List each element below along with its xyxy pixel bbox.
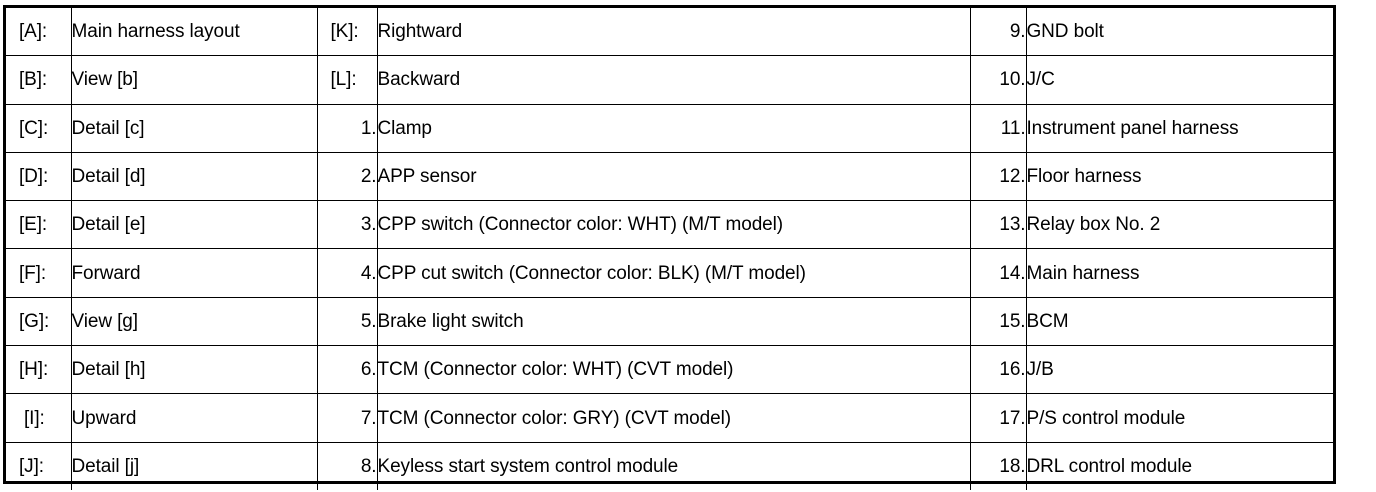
legend-label-a10: Detail [j] [70,441,318,490]
table-row: [E]: Detail [e] 3. CPP switch (Connector… [6,200,1333,250]
legend-key-c9: 17. [969,393,1027,443]
table-row: [G]: View [g] 5. Brake light switch 15. … [6,296,1333,347]
legend-key-c2: 10. [969,55,1027,105]
legend-key-c1: 9. [969,8,1027,57]
legend-key-a2: [B]: [6,55,72,105]
legend-key-a7: [G]: [6,296,72,347]
legend-key-a3: [C]: [6,103,72,153]
legend-label-c1: GND bolt [1025,8,1333,57]
legend-key-c10: 18. [969,441,1027,490]
legend-label-a1: Main harness layout [70,8,318,57]
legend-label-b3: Clamp [376,103,971,153]
legend-key-b1: [K]: [316,8,378,57]
legend-label-c5: Relay box No. 2 [1025,200,1333,250]
legend-key-c4: 12. [969,151,1027,202]
legend-label-b2: Backward [376,55,971,105]
legend-label-a5: Detail [e] [70,200,318,250]
legend-label-b6: CPP cut switch (Connector color: BLK) (M… [376,248,971,298]
legend-key-a6: [F]: [6,248,72,298]
legend-key-a5: [E]: [6,200,72,250]
legend-label-c6: Main harness [1025,248,1333,298]
legend-label-c4: Floor harness [1025,151,1333,202]
legend-label-c10: DRL control module [1025,441,1333,490]
legend-key-b7: 5. [316,296,378,347]
legend-label-c8: J/B [1025,345,1333,395]
legend-label-c7: BCM [1025,296,1333,347]
legend-label-b1: Rightward [376,8,971,57]
legend-label-a2: View [b] [70,55,318,105]
legend-key-a10: [J]: [6,441,72,490]
legend-label-c2: J/C [1025,55,1333,105]
legend-label-b7: Brake light switch [376,296,971,347]
legend-label-a8: Detail [h] [70,345,318,395]
legend-label-a4: Detail [d] [70,151,318,202]
legend-key-b5: 3. [316,200,378,250]
legend-label-b10: Keyless start system control module [376,441,971,490]
legend-key-c3: 11. [969,103,1027,153]
legend-key-a1: [A]: [6,8,72,57]
legend-key-a9: [I]: [6,393,72,443]
table-row: [F]: Forward 4. CPP cut switch (Connecto… [6,248,1333,298]
legend-table: [A]: Main harness layout [K]: Rightward … [6,8,1333,490]
table-row: [D]: Detail [d] 2. APP sensor 12. Floor … [6,151,1333,202]
table-row: [C]: Detail [c] 1. Clamp 11. Instrument … [6,103,1333,153]
legend-key-b3: 1. [316,103,378,153]
legend-key-a4: [D]: [6,151,72,202]
legend-label-b8: TCM (Connector color: WHT) (CVT model) [376,345,971,395]
table-row: [I]: Upward 7. TCM (Connector color: GRY… [6,393,1333,443]
legend-key-b2: [L]: [316,55,378,105]
legend-key-b8: 6. [316,345,378,395]
legend-label-a3: Detail [c] [70,103,318,153]
table-row: [A]: Main harness layout [K]: Rightward … [6,8,1333,57]
legend-key-b9: 7. [316,393,378,443]
legend-key-c6: 14. [969,248,1027,298]
legend-label-b9: TCM (Connector color: GRY) (CVT model) [376,393,971,443]
legend-key-b6: 4. [316,248,378,298]
legend-key-b10: 8. [316,441,378,490]
legend-label-c9: P/S control module [1025,393,1333,443]
table-row: [B]: View [b] [L]: Backward 10. J/C [6,55,1333,105]
legend-key-b4: 2. [316,151,378,202]
legend-key-c5: 13. [969,200,1027,250]
legend-label-c3: Instrument panel harness [1025,103,1333,153]
legend-label-b5: CPP switch (Connector color: WHT) (M/T m… [376,200,971,250]
legend-label-a6: Forward [70,248,318,298]
legend-key-c8: 16. [969,345,1027,395]
table-row: [J]: Detail [j] 8. Keyless start system … [6,441,1333,490]
legend-label-b4: APP sensor [376,151,971,202]
legend-key-a8: [H]: [6,345,72,395]
legend-label-a7: View [g] [70,296,318,347]
legend-table-container: [A]: Main harness layout [K]: Rightward … [3,5,1336,490]
legend-key-c7: 15. [969,296,1027,347]
table-row: [H]: Detail [h] 6. TCM (Connector color:… [6,345,1333,395]
legend-label-a9: Upward [70,393,318,443]
